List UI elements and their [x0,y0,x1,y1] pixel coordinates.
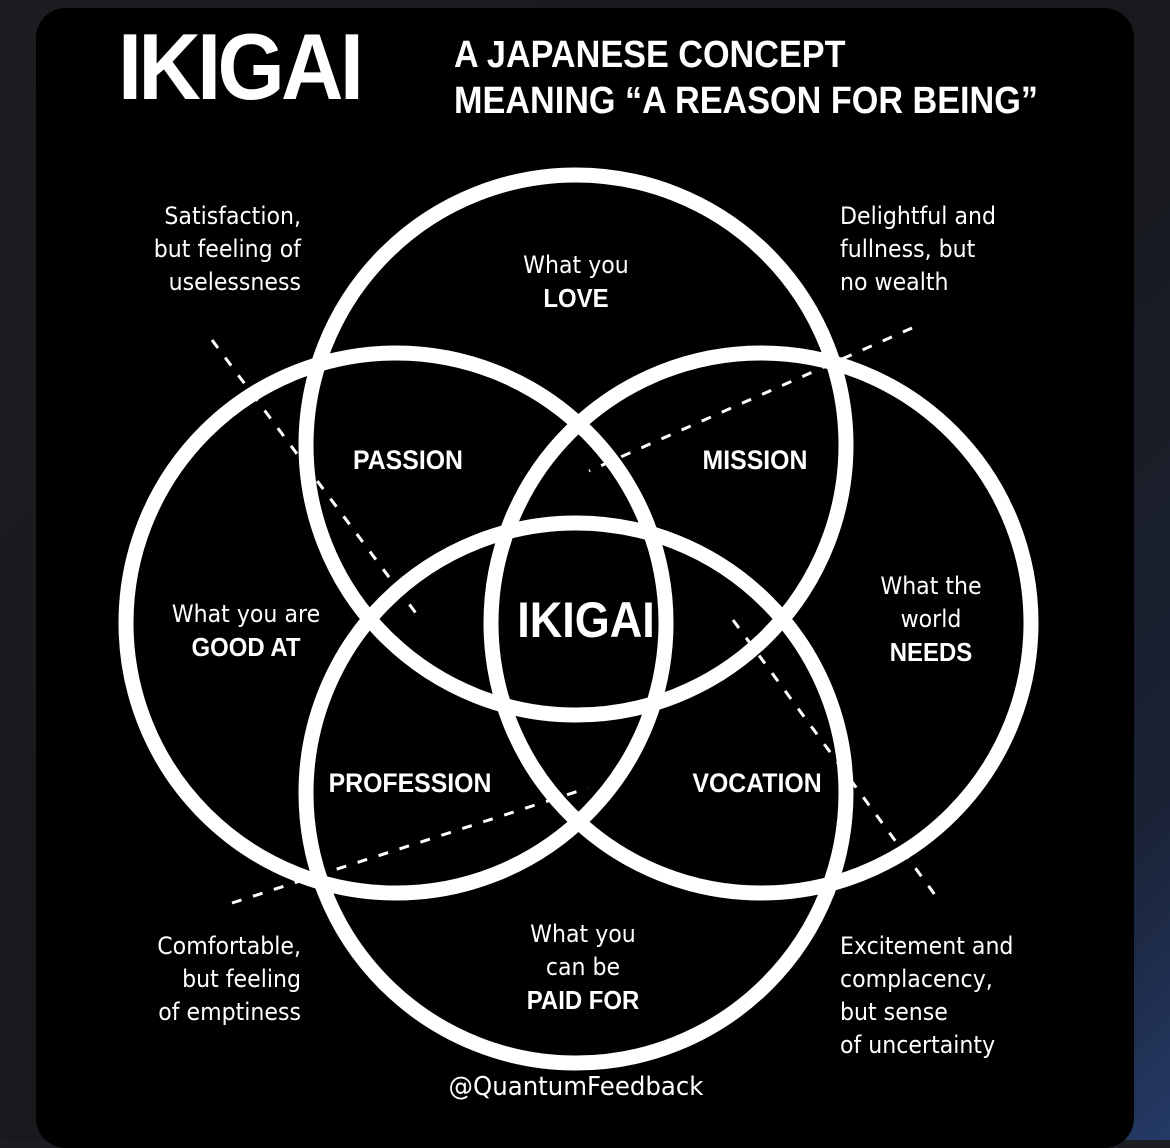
label-mission: MISSION [702,445,808,475]
label-line: What you are [171,600,321,628]
caption-line: no wealth [840,268,949,296]
credit-handle: @QuantumFeedback [448,1072,704,1102]
circle-world-needs [483,345,1039,901]
caption-line: fullness, but [840,235,976,263]
subtitle-line-1: A JAPANESE CONCEPT [454,34,846,76]
caption-line: complacency, [840,965,993,993]
caption-line: but feeling of [153,235,301,263]
label-love: What you LOVE [484,249,668,315]
caption-line: but sense [840,998,948,1026]
label-line-strong: GOOD AT [191,632,301,662]
venn-diagram [118,167,1039,1071]
label-profession: PROFESSION [328,768,492,798]
caption-line: Satisfaction, [164,202,301,230]
dashed-line-bottom-right [731,619,943,904]
caption-bottom-right: Excitement and complacency, but sense of… [840,930,1013,1062]
label-ikigai-center: IKIGAI [517,592,655,648]
label-line: world [900,605,962,633]
caption-top-left: Satisfaction, but feeling of uselessness [131,200,301,299]
caption-line: of uncertainty [840,1031,996,1059]
dashed-line-top-right [588,326,913,473]
circle-paid-for [298,515,854,1071]
caption-line: Delightful and [840,202,996,230]
caption-bottom-left: Comfortable, but feeling of emptiness [118,930,301,1029]
label-paid-for: What you can be PAID FOR [491,918,675,1017]
label-line-strong: LOVE [543,283,609,313]
caption-line: Comfortable, [157,932,301,960]
ikigai-card: IKIGAI A JAPANESE CONCEPT MEANING “A REA… [36,8,1134,1148]
label-line: What the [880,572,982,600]
label-line-strong: PAID FOR [526,985,640,1015]
dashed-line-bottom-left [231,786,589,905]
label-passion: PASSION [353,445,463,475]
circle-love [298,167,854,723]
caption-line: uselessness [168,268,301,296]
label-vocation: VOCATION [692,768,822,798]
caption-line: of emptiness [158,998,301,1026]
caption-top-right: Delightful and fullness, but no wealth [840,200,996,299]
caption-line: Excitement and [840,932,1014,960]
page-subtitle: A JAPANESE CONCEPT MEANING “A REASON FOR… [454,32,1038,124]
label-world-needs: What the world NEEDS [853,570,1009,669]
subtitle-line-2: MEANING “A REASON FOR BEING” [454,80,1038,122]
label-line-strong: NEEDS [889,637,973,667]
page-title: IKIGAI [118,14,364,119]
label-good-at: What you are GOOD AT [159,598,334,664]
circle-good-at [118,345,674,901]
label-line: What you [530,920,636,948]
label-line: What you [523,251,629,279]
caption-line: but feeling [182,965,301,993]
label-line: can be [545,953,621,981]
dashed-line-top-left [210,339,423,621]
